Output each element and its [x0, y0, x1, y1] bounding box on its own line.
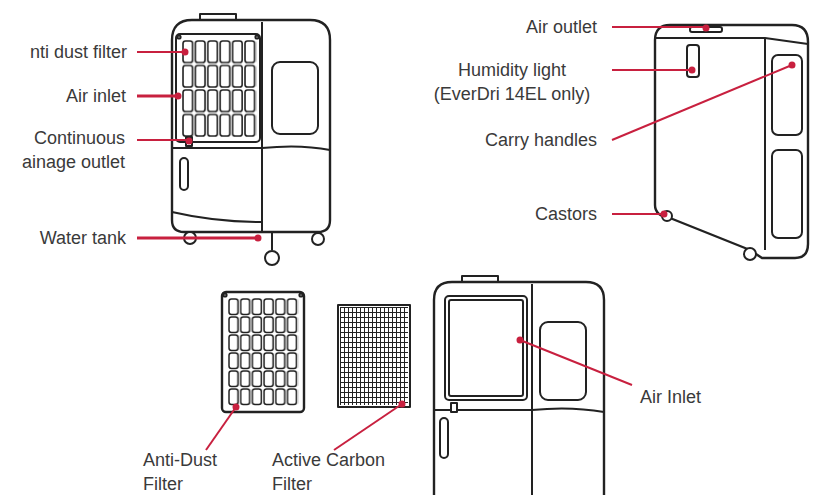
unit-body: [655, 25, 808, 258]
leader-dot: [256, 236, 261, 241]
unit-body: [172, 20, 330, 232]
leader-line: [137, 237, 258, 240]
castor: [744, 248, 756, 260]
side-window: [272, 62, 318, 134]
tank-line: [172, 146, 330, 150]
leader-dot: [790, 63, 795, 68]
leader-line: [137, 51, 185, 53]
leader-dot: [662, 212, 667, 217]
part-label: Castors: [400, 202, 597, 226]
leader-dot: [176, 94, 181, 99]
leader-dot: [704, 26, 709, 31]
part-label: Air inlet: [0, 84, 126, 108]
top-handle: [200, 14, 236, 20]
carbon-mesh: [340, 307, 408, 405]
filter-assembly: [222, 276, 604, 495]
body-edge: [261, 22, 263, 232]
filter-screw: [255, 35, 258, 38]
castor: [312, 233, 324, 245]
part-label: Anti-Dust Filter: [143, 448, 235, 495]
part-label: Air outlet: [400, 15, 597, 39]
tank-window: [440, 418, 448, 458]
filter-screw: [299, 293, 302, 296]
body-edge: [531, 284, 533, 495]
leader-line: [612, 69, 692, 71]
part-label: Carry handles: [400, 128, 597, 152]
leader-dot: [518, 338, 523, 343]
leader-dot: [690, 68, 695, 73]
part-label: Water tank: [0, 226, 126, 250]
side-panel: [772, 150, 802, 238]
castor-leg: [271, 232, 273, 250]
tank-base: [172, 212, 262, 222]
unit-body: [434, 282, 604, 495]
filter-screw: [223, 293, 226, 296]
part-label: Air Inlet: [640, 385, 760, 409]
part-label: Active Carbon Filter: [272, 448, 402, 495]
dehumidifier-front: [172, 14, 330, 265]
carbon-filter: [338, 305, 410, 407]
anti-dust-filter: [176, 34, 260, 142]
leader-line: [612, 213, 664, 215]
side-window: [540, 322, 586, 400]
filter-grid: [182, 40, 256, 138]
tank-line: [434, 408, 604, 412]
leader-line: [612, 65, 792, 140]
leader-line: [137, 139, 189, 141]
leader-line: [612, 26, 706, 28]
tank-window: [180, 158, 188, 190]
leader-dot: [400, 402, 405, 407]
air-inlet-panel: [449, 300, 523, 396]
part-label: Continuous ainage outlet: [15, 126, 125, 174]
leader-line: [334, 404, 402, 450]
drainage-outlet: [186, 137, 192, 146]
castor: [662, 211, 672, 221]
leader-dot: [183, 50, 188, 55]
air-inlet-recess: [445, 296, 527, 400]
filter-screw: [177, 35, 180, 38]
leader-dot: [234, 405, 239, 410]
filter-grid: [228, 298, 298, 406]
top-edge: [655, 38, 808, 44]
humidity-light: [687, 45, 699, 77]
leader-line: [520, 340, 632, 385]
leader-line: [206, 407, 236, 450]
castor: [265, 251, 279, 265]
part-label: nti dust filter: [0, 40, 127, 64]
body-edge: [764, 38, 766, 250]
dehumidifier-rear: [655, 25, 808, 260]
leader-dot: [187, 139, 192, 144]
top-handle: [462, 276, 498, 282]
drainage-outlet: [451, 403, 457, 412]
anti-dust-filter: [222, 292, 304, 412]
leader-lines: [137, 26, 795, 451]
leader-line: [137, 95, 178, 98]
part-label: Humidity light (EverDri 14EL only): [427, 58, 597, 106]
